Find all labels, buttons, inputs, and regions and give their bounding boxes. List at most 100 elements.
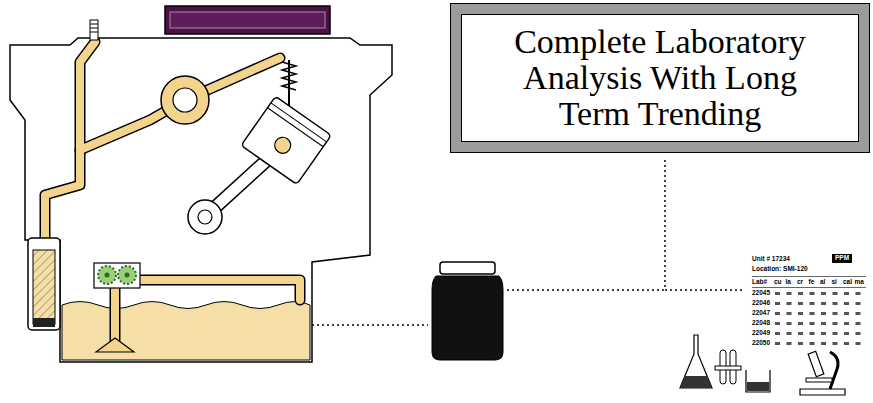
report-cell xyxy=(821,312,826,315)
column-header: ma xyxy=(855,279,864,286)
report-cell xyxy=(856,342,861,345)
sample-path-part xyxy=(507,289,665,291)
column-header: cr xyxy=(797,279,803,286)
valve-cover-part xyxy=(165,6,330,34)
oil-pump-part xyxy=(105,273,110,278)
report-cell xyxy=(787,332,792,335)
report-cell xyxy=(810,292,815,295)
report-cell xyxy=(787,312,792,315)
oil-pump-part xyxy=(98,266,116,284)
spark-plug-part xyxy=(90,20,98,40)
report-cell xyxy=(821,332,826,335)
piston xyxy=(241,96,331,184)
column-header: al xyxy=(820,279,825,286)
oil-gallery-part xyxy=(111,288,119,340)
lab-number: 22050 xyxy=(752,340,770,347)
report-cell xyxy=(821,302,826,305)
column-header: si xyxy=(832,279,837,286)
report-cell xyxy=(798,302,803,305)
report-cell xyxy=(844,312,849,315)
report-cell xyxy=(798,292,803,295)
microscope-part xyxy=(800,389,845,395)
spark-plug-part xyxy=(90,24,98,32)
report-cell xyxy=(821,292,826,295)
report-cell xyxy=(856,332,861,335)
report-cell xyxy=(775,312,780,315)
unit-number: Unit # 17234 xyxy=(752,256,790,263)
oil-sump-part xyxy=(62,302,310,361)
lab-glassware-part xyxy=(746,370,770,392)
title-box: Complete Laboratory Analysis With Long T… xyxy=(451,4,869,152)
valve-cover-part xyxy=(170,12,325,28)
connecting-rod-part xyxy=(198,210,212,224)
report-cell xyxy=(798,342,803,345)
lab-number: 22047 xyxy=(752,310,770,317)
microscope-part xyxy=(830,352,838,389)
report-cell xyxy=(844,332,849,335)
microscope-part xyxy=(808,351,824,376)
report-cell xyxy=(798,322,803,325)
pickup-screen xyxy=(96,338,134,352)
report-cell xyxy=(833,342,838,345)
sample-jar xyxy=(432,262,503,360)
report-cell xyxy=(798,332,803,335)
report-cell xyxy=(810,312,815,315)
report-cell xyxy=(798,312,803,315)
title-text: Complete Laboratory Analysis With Long T… xyxy=(493,24,828,131)
piston-part xyxy=(271,103,327,142)
report-cell xyxy=(844,342,849,345)
column-header: cu xyxy=(774,279,782,286)
report-cell xyxy=(821,342,826,345)
oil-gallery-part xyxy=(132,280,300,300)
lab-number: 22048 xyxy=(752,320,770,327)
report-cell xyxy=(844,292,849,295)
report-cell xyxy=(775,342,780,345)
report-cell xyxy=(810,322,815,325)
report-cell xyxy=(787,342,792,345)
report-cell xyxy=(810,302,815,305)
lab-glassware xyxy=(680,335,770,392)
oil-gallery-part xyxy=(45,42,95,240)
units-tag: PPM xyxy=(832,254,852,263)
lab-glassware-part xyxy=(680,376,712,388)
valve-cover xyxy=(165,6,330,34)
oil-gallery-part xyxy=(110,288,121,340)
report-cell xyxy=(856,302,861,305)
microscope-part xyxy=(806,378,832,382)
report-cell xyxy=(787,302,792,305)
report-cell xyxy=(821,322,826,325)
connecting-rod-part xyxy=(188,200,222,234)
column-header: la xyxy=(786,279,791,286)
report-cell xyxy=(787,322,792,325)
oil-filter xyxy=(28,238,60,330)
lab-glassware-part xyxy=(715,366,741,370)
report-cell xyxy=(775,292,780,295)
oil-pump-part xyxy=(94,263,140,288)
camshaft-part xyxy=(173,88,197,112)
report-cell xyxy=(844,302,849,305)
camshaft xyxy=(161,76,209,124)
column-header: Lab# xyxy=(752,279,767,286)
lab-number: 22046 xyxy=(752,300,770,307)
oil-pump-part xyxy=(118,266,136,284)
oil-pump xyxy=(94,263,140,288)
column-header: cal xyxy=(843,279,852,286)
report-cell xyxy=(844,322,849,325)
report-cell xyxy=(856,292,861,295)
piston-part xyxy=(241,96,331,184)
location-text: Location: SMI-120 xyxy=(752,266,808,273)
oil-pump-part xyxy=(125,273,130,278)
engine-block-part xyxy=(10,38,392,362)
report-rule xyxy=(752,287,866,288)
sample-path xyxy=(312,160,745,325)
report-rule xyxy=(752,276,866,277)
report-cell xyxy=(833,292,838,295)
column-header: fe xyxy=(809,279,815,286)
report-cell xyxy=(856,312,861,315)
piston-part xyxy=(272,134,294,156)
lab-glassware-part xyxy=(680,335,712,388)
report-cell xyxy=(775,322,780,325)
sample-jar-part xyxy=(440,262,495,274)
engine-block xyxy=(10,38,392,362)
